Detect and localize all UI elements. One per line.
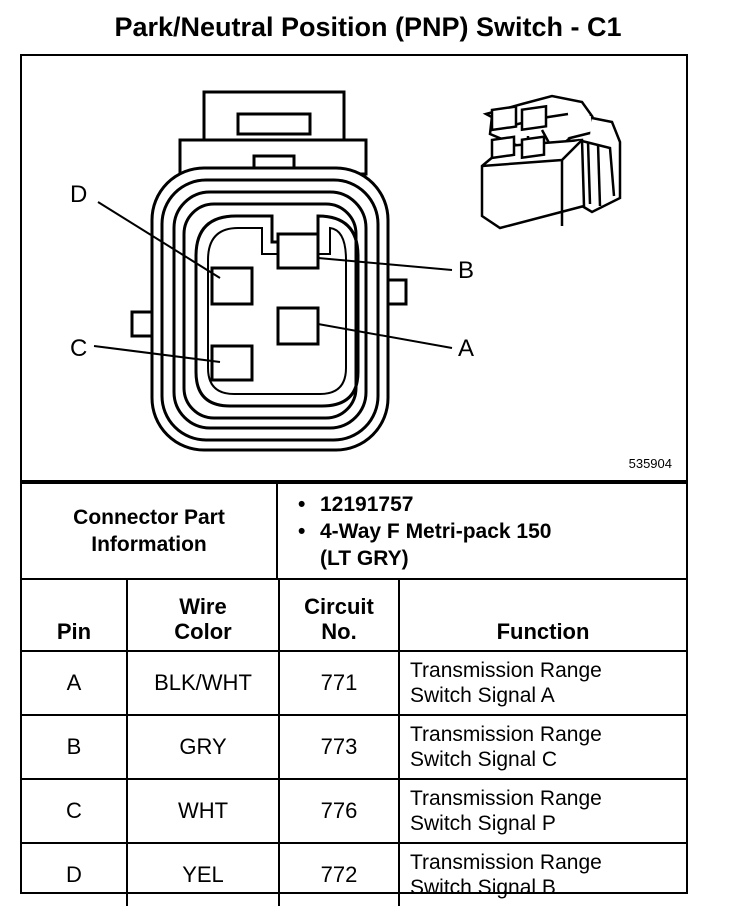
terminal-a bbox=[276, 306, 320, 346]
circuit-cell: 771 bbox=[278, 650, 400, 716]
connector-cavity bbox=[194, 214, 360, 408]
table-row: C WHT 776 Transmission Range Switch Sign… bbox=[22, 778, 686, 844]
circuit-cell: 773 bbox=[278, 714, 400, 780]
connector-face-drawing: D B A C bbox=[70, 90, 622, 452]
circuit-cell: 776 bbox=[278, 778, 400, 844]
wire-color-cell: WHT bbox=[126, 778, 280, 844]
leader-d bbox=[97, 201, 221, 279]
page-title: Park/Neutral Position (PNP) Switch - C1 bbox=[114, 12, 622, 42]
pin-label-d: D bbox=[70, 181, 87, 208]
connector-info-label-line2: Information bbox=[91, 533, 207, 556]
pin-table: Pin Wire Color Circuit No. Function A BL… bbox=[22, 578, 686, 906]
circuit-cell: 772 bbox=[278, 842, 400, 906]
pin-cell: A bbox=[22, 650, 128, 716]
function-cell: Transmission Range Switch Signal A bbox=[398, 650, 686, 716]
table-row: A BLK/WHT 771 Transmission Range Switch … bbox=[22, 650, 686, 716]
connector-info-item: •12191757 bbox=[298, 492, 414, 516]
terminal-d bbox=[210, 266, 254, 306]
leader-b bbox=[317, 257, 453, 271]
header-wire-color: Wire Color bbox=[126, 578, 280, 652]
connector-info-values: •12191757 •4-Way F Metri-pack 150 (LT GR… bbox=[276, 482, 686, 580]
connector-info-label: Connector Part Information bbox=[22, 482, 278, 580]
connector-info-label-line1: Connector Part bbox=[73, 506, 225, 529]
function-cell: Transmission Range Switch Signal P bbox=[398, 778, 686, 844]
iso-cavity-4 bbox=[520, 135, 546, 160]
pin-label-c: C bbox=[70, 335, 87, 362]
header-function: Function bbox=[398, 578, 686, 652]
connector-info-table: Connector Part Information •12191757 •4-… bbox=[22, 482, 686, 580]
iso-cavity-1 bbox=[490, 105, 518, 132]
table-row: D YEL 772 Transmission Range Switch Sign… bbox=[22, 842, 686, 906]
table-row: B GRY 773 Transmission Range Switch Sign… bbox=[22, 714, 686, 780]
pin-label-a: A bbox=[458, 335, 474, 362]
iso-cavity-2 bbox=[520, 104, 548, 132]
connector-isometric-view bbox=[480, 94, 622, 230]
pin-label-b: B bbox=[458, 257, 474, 284]
terminal-c bbox=[210, 344, 254, 382]
connector-outer-shell bbox=[150, 166, 390, 452]
connector-info-item: (LT GRY) bbox=[320, 546, 409, 570]
side-lug-left bbox=[130, 310, 154, 338]
wire-color-cell: YEL bbox=[126, 842, 280, 906]
leader-c bbox=[93, 345, 221, 363]
pin-table-header: Pin Wire Color Circuit No. Function bbox=[22, 578, 686, 652]
iso-cavity-3 bbox=[490, 135, 516, 160]
header-pin: Pin bbox=[22, 578, 128, 652]
connector-info-item: •4-Way F Metri-pack 150 bbox=[298, 519, 552, 543]
pin-cell: D bbox=[22, 842, 128, 906]
connector-diagram: D B A C bbox=[22, 56, 686, 482]
terminal-b bbox=[276, 232, 320, 270]
function-cell: Transmission Range Switch Signal B bbox=[398, 842, 686, 906]
header-circuit-no: Circuit No. bbox=[278, 578, 400, 652]
pin-cell: C bbox=[22, 778, 128, 844]
figure-number: 535904 bbox=[628, 456, 672, 471]
function-cell: Transmission Range Switch Signal C bbox=[398, 714, 686, 780]
leader-a bbox=[317, 323, 453, 349]
latch-window bbox=[236, 112, 312, 136]
pin-cell: B bbox=[22, 714, 128, 780]
wire-color-cell: GRY bbox=[126, 714, 280, 780]
wire-color-cell: BLK/WHT bbox=[126, 650, 280, 716]
connector-sheet: D B A C bbox=[20, 54, 688, 906]
